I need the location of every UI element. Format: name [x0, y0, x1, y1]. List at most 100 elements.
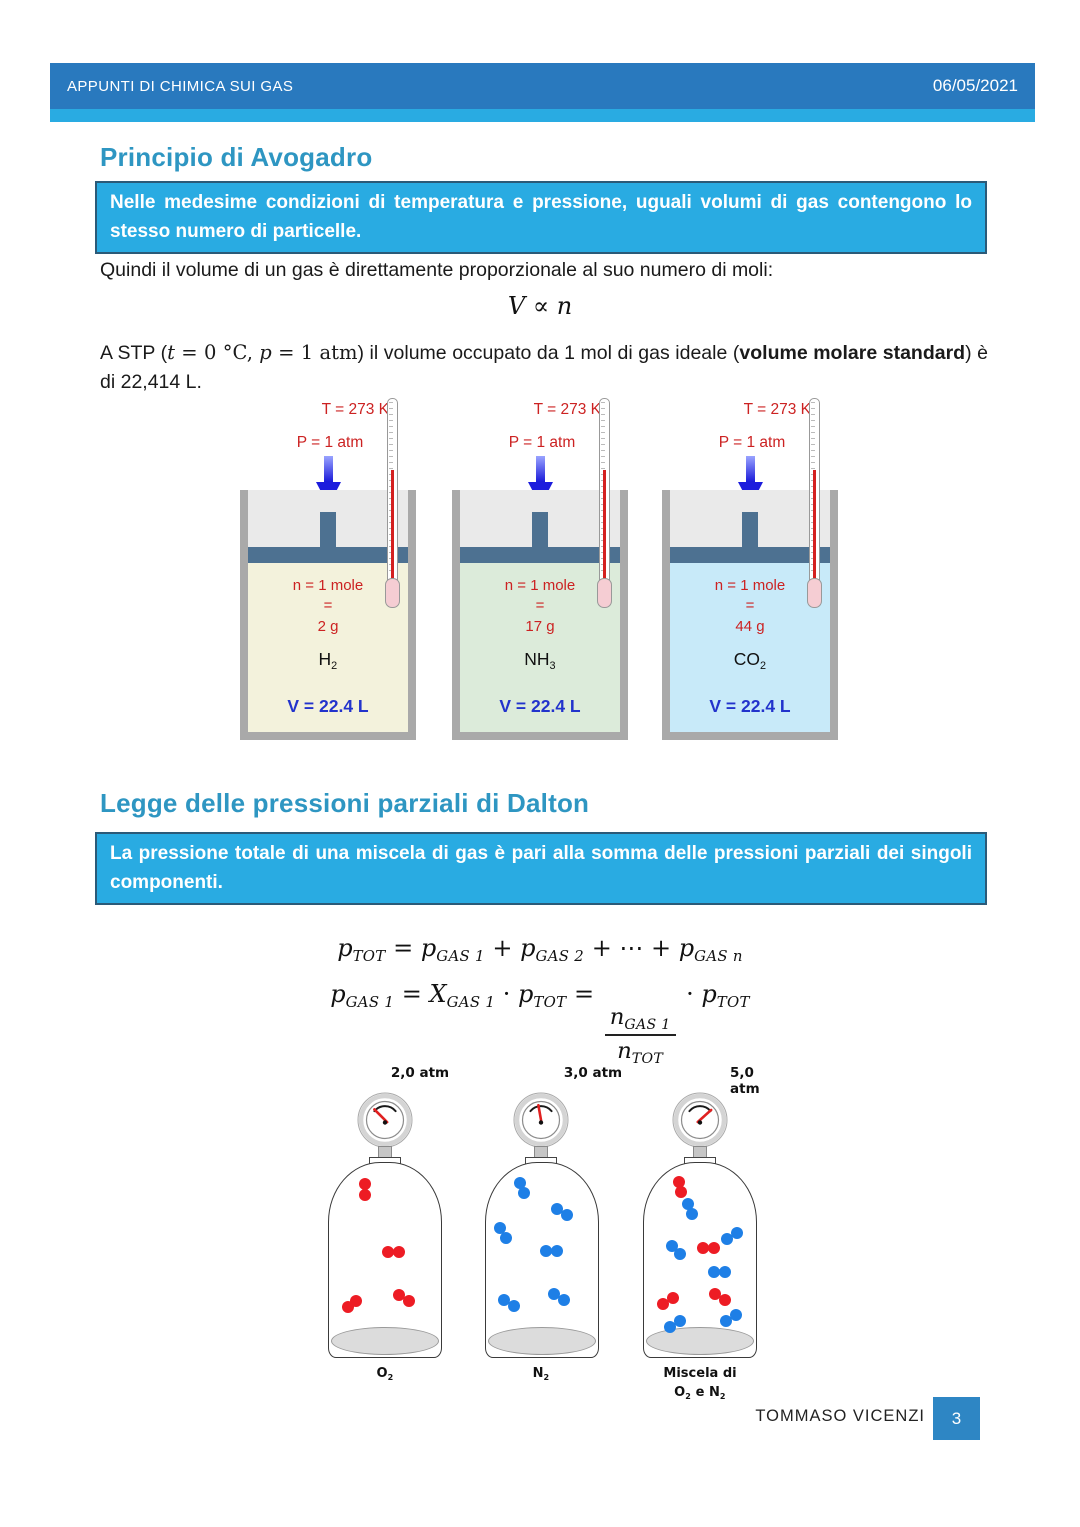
gas-container-nh3: T = 273 K P = 1 atm n = 1 mole = 17 g NH… [452, 398, 628, 743]
jar-label-n2: N2 [532, 1366, 550, 1382]
gas-formula: H2 [318, 648, 338, 672]
molecule-atom [550, 1245, 563, 1257]
molecule-atom [359, 1188, 371, 1201]
mass-label: 17 g [525, 617, 555, 635]
molecule-atom [557, 1294, 570, 1307]
pressure-label: P = 1 atm [508, 434, 576, 451]
section-title-avogadro: Principio di Avogadro [100, 142, 373, 172]
molecule-atom [709, 1287, 722, 1300]
thermometer-icon [595, 398, 615, 610]
molecule-atom [507, 1300, 520, 1313]
piston [248, 547, 408, 563]
piston-stem [320, 512, 336, 547]
gas-container-co2: T = 273 K P = 1 atm n = 1 mole = 44 g CO… [662, 398, 838, 743]
gauge-reading-label: 5,0 atm [730, 1065, 760, 1097]
molecule-atom [359, 1177, 371, 1190]
pressure-label: P = 1 atm [296, 434, 364, 451]
piston [460, 547, 620, 563]
molecule-atom [707, 1266, 720, 1278]
temperature-label: T = 273 K [321, 401, 389, 418]
gas-volume-region: n = 1 mole = 17 g NH3 V = 22.4 L [460, 563, 620, 732]
equals-label: = [535, 597, 545, 615]
figure-partial-pressures: 2,0 atm O2 3,0 atm N2 5,0 atm [328, 1065, 790, 1415]
moles-label: n = 1 mole [292, 577, 364, 594]
temperature-label: T = 273 K [743, 401, 811, 418]
molecule-atom [666, 1291, 679, 1304]
header-accent-strip [50, 109, 1035, 122]
molecule-atom [350, 1294, 363, 1307]
gas-volume-region: n = 1 mole = 44 g CO2 V = 22.4 L [670, 563, 830, 732]
molecule-atom [720, 1314, 733, 1327]
paragraph-stp: A STP (t = 0 °C, p = 1 atm) il volume oc… [100, 341, 988, 394]
bell-jar-mix [643, 1162, 757, 1358]
gas-formula: NH3 [524, 648, 556, 672]
volume-label: V = 22.4 L [709, 695, 791, 716]
mass-label: 2 g [317, 617, 339, 635]
container-walls: n = 1 mole = 2 g H2 V = 22.4 L [240, 490, 416, 740]
chamber-above-piston [460, 490, 620, 547]
equals-label: = [745, 597, 755, 615]
paragraph-proportionality: Quindi il volume di un gas è direttament… [100, 259, 774, 281]
jar-base [646, 1327, 754, 1355]
jar-label-o2: O2 [376, 1366, 394, 1382]
thermometer-icon [383, 398, 403, 610]
thermometer-icon [805, 398, 825, 610]
volume-label: V = 22.4 L [287, 695, 369, 716]
piston [670, 547, 830, 563]
molecule-atom [686, 1207, 699, 1220]
formula-dalton-sum: pTOT = pGAS 1 + pGAS 2 + ⋯ + pGAS n [337, 934, 743, 966]
molecule-atom [674, 1247, 687, 1260]
molecule-atom [681, 1198, 694, 1210]
molecule-atom [551, 1202, 564, 1215]
molecule-atom [657, 1298, 670, 1311]
jar-base [488, 1327, 596, 1355]
moles-label: n = 1 mole [714, 577, 786, 594]
definition-box-dalton: La pressione totale di una miscela di ga… [95, 832, 987, 905]
molecule-atom [499, 1231, 512, 1244]
molecule-atom [675, 1186, 688, 1199]
molecule-atom [718, 1294, 731, 1307]
document-date: 06/05/2021 [932, 76, 1018, 95]
molecule-atom [539, 1245, 552, 1257]
molecule-atom [514, 1176, 527, 1189]
gas-container-h2: T = 273 K P = 1 atm n = 1 mole = 2 g H2 … [240, 398, 416, 743]
molecule-atom [672, 1175, 685, 1188]
molecule-atom [517, 1187, 530, 1200]
author-name: TOMMASO VICENZI [755, 1407, 925, 1425]
molecule-atom [730, 1226, 743, 1239]
molecule-atom [548, 1287, 561, 1300]
piston-stem [532, 512, 548, 547]
molecule-atom [718, 1266, 731, 1278]
pressure-gauge-icon [513, 1092, 569, 1148]
molecule-atom [381, 1246, 394, 1258]
section-title-dalton: Legge delle pressioni parziali di Dalton [100, 788, 590, 818]
molecule-atom [707, 1242, 720, 1254]
molecule-atom [696, 1242, 709, 1254]
equals-label: = [323, 597, 333, 615]
pressure-label: P = 1 atm [718, 434, 786, 451]
gas-volume-region: n = 1 mole = 2 g H2 V = 22.4 L [248, 563, 408, 732]
piston-stem [742, 512, 758, 547]
jar-base [331, 1327, 439, 1355]
temperature-label: T = 273 K [533, 401, 601, 418]
gas-formula: CO2 [733, 648, 767, 672]
chamber-above-piston [248, 490, 408, 547]
figure-molar-volume: T = 273 K P = 1 atm n = 1 mole = 2 g H2 … [240, 398, 838, 743]
definition-box-avogadro: Nelle medesime condizioni di temperatura… [95, 181, 987, 254]
page-header-bar: APPUNTI DI CHIMICA SUI GAS 06/05/2021 [50, 63, 1035, 109]
container-walls: n = 1 mole = 44 g CO2 V = 22.4 L [662, 490, 838, 740]
bell-jar-n2 [485, 1162, 599, 1358]
molecule-atom [721, 1233, 734, 1246]
molecule-atom [560, 1209, 573, 1222]
page-number-badge: 3 [933, 1397, 980, 1440]
molecule-atom [498, 1293, 511, 1306]
molecule-atom [664, 1321, 677, 1334]
gauge-reading-label: 3,0 atm [563, 1065, 623, 1081]
formula-v-proportional-n: V ∝ n [507, 292, 573, 320]
mass-label: 44 g [735, 617, 765, 635]
pressure-gauge-icon [672, 1092, 728, 1148]
document-title: APPUNTI DI CHIMICA SUI GAS [67, 77, 294, 95]
chamber-above-piston [670, 490, 830, 547]
